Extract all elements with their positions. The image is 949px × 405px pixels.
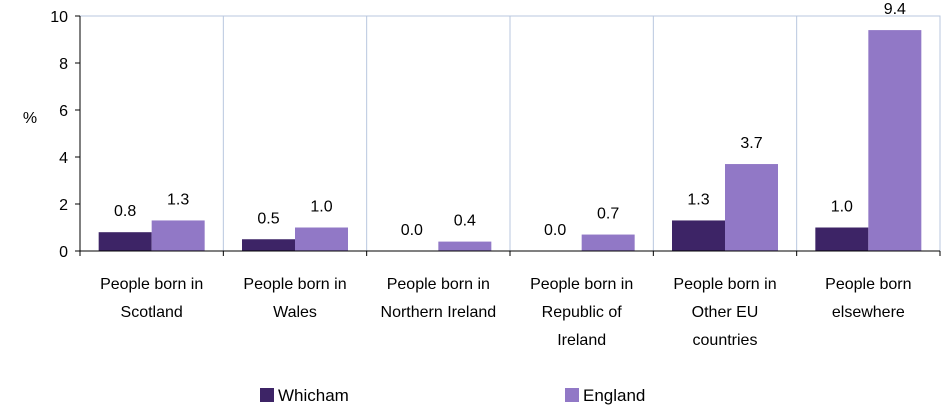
grid-layer bbox=[79, 15, 941, 252]
x-tick-label: People born in bbox=[530, 276, 633, 293]
legend: Whicham England bbox=[260, 386, 645, 405]
legend-swatch-whicham bbox=[260, 388, 274, 402]
bar-whicham bbox=[672, 220, 725, 251]
x-tick-label: People born in bbox=[673, 276, 776, 293]
x-tick-label: People born in bbox=[387, 276, 490, 293]
x-tick-label: Scotland bbox=[121, 304, 183, 321]
bar-england bbox=[868, 30, 922, 251]
x-tick-label: Northern Ireland bbox=[381, 304, 497, 321]
x-tick-label: countries bbox=[693, 332, 758, 349]
y-tick-label: 8 bbox=[59, 56, 68, 73]
bar-england bbox=[295, 227, 348, 251]
bar-england bbox=[151, 220, 205, 251]
x-tick-label: People born in bbox=[243, 276, 346, 293]
y-tick-label: 4 bbox=[59, 150, 68, 167]
x-tick-label: People born in bbox=[100, 276, 203, 293]
data-label-england: 1.0 bbox=[310, 199, 332, 216]
data-label-whicham: 1.3 bbox=[687, 191, 709, 208]
data-label-whicham: 1.0 bbox=[831, 199, 853, 216]
data-label-england: 9.4 bbox=[884, 1, 906, 18]
bar-england bbox=[438, 241, 492, 251]
x-tick-label: Ireland bbox=[557, 332, 606, 349]
y-tick-label: 0 bbox=[59, 244, 68, 261]
data-label-whicham: 0.8 bbox=[114, 203, 136, 220]
y-tick-label: 2 bbox=[59, 197, 68, 214]
x-tick-label: Republic of bbox=[542, 304, 623, 321]
y-tick-label: 10 bbox=[50, 9, 68, 26]
x-tick-label: elsewhere bbox=[832, 304, 905, 321]
legend-label-whicham: Whicham bbox=[278, 386, 349, 405]
data-label-england: 0.7 bbox=[597, 206, 619, 223]
legend-label-england: England bbox=[583, 386, 645, 405]
data-label-england: 3.7 bbox=[740, 135, 762, 152]
x-tick-label: Other EU bbox=[692, 304, 759, 321]
data-label-england: 0.4 bbox=[454, 213, 476, 230]
legend-swatch-england bbox=[565, 388, 579, 402]
bar-whicham bbox=[242, 239, 295, 251]
data-label-england: 1.3 bbox=[167, 191, 189, 208]
bar-england bbox=[725, 164, 778, 251]
bar-whicham bbox=[815, 227, 869, 251]
data-label-whicham: 0.0 bbox=[401, 222, 423, 239]
axis-layer: 0 2 4 6 8 10% People born in Scotland People bor… bbox=[23, 9, 941, 349]
bars-layer bbox=[98, 30, 922, 251]
y-axis-label: % bbox=[23, 110, 37, 127]
x-tick-label: Wales bbox=[273, 304, 317, 321]
bar-england bbox=[581, 234, 635, 251]
data-label-whicham: 0.5 bbox=[257, 210, 279, 227]
bar-whicham bbox=[98, 232, 152, 251]
data-label-whicham: 0.0 bbox=[544, 222, 566, 239]
x-tick-label: People born bbox=[825, 276, 911, 293]
y-tick-label: 6 bbox=[59, 103, 68, 120]
labels-layer: 0.8 1.3 0.5 1.0 0.0 0.4 0.0 0.7 1.3 3.7 1.0 9.4 bbox=[114, 1, 906, 239]
